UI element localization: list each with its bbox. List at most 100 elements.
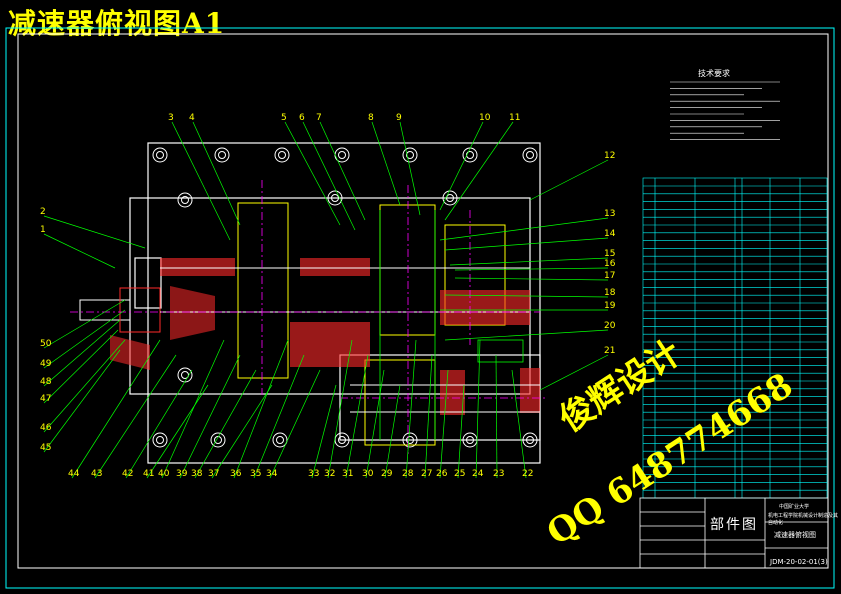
- bolt-hole-inner: [526, 151, 534, 159]
- leader-line: [449, 257, 609, 266]
- leader-line: [319, 121, 366, 221]
- bolt-hole: [177, 192, 193, 208]
- bolt-hole: [462, 147, 478, 163]
- title-block-drawing-no: JDM-20-02-01(3): [770, 558, 828, 566]
- leader-line: [439, 217, 609, 241]
- leader-line: [345, 354, 369, 479]
- bolt-hole-inner: [406, 151, 414, 159]
- leader-line: [454, 277, 609, 281]
- bolt-hole-inner: [406, 436, 414, 444]
- leader-label: 2: [40, 207, 46, 217]
- bolt-hole: [152, 147, 168, 163]
- leader-label: 29: [381, 469, 393, 479]
- leader-label: 13: [604, 209, 615, 219]
- leader-lines: [43, 121, 609, 479]
- leader-line: [311, 384, 337, 479]
- leader-line: [405, 339, 417, 479]
- leader-label: 38: [191, 469, 203, 479]
- leader-label: 21: [604, 346, 615, 356]
- leader-line: [269, 369, 321, 479]
- leader-label: 8: [368, 113, 374, 123]
- leader-label: 42: [122, 469, 133, 479]
- title-block-part-name: 部件图: [710, 517, 758, 533]
- leader-label: 45: [40, 443, 51, 453]
- leader-label: 3: [168, 113, 174, 123]
- leader-line: [233, 339, 289, 479]
- leader-line: [327, 339, 353, 479]
- leader-line: [371, 121, 401, 206]
- leader-label: 47: [40, 394, 51, 404]
- bolt-hole-inner: [338, 436, 346, 444]
- leader-line: [444, 329, 609, 341]
- leader-label: 32: [324, 469, 335, 479]
- bolt-hole-inner: [276, 436, 284, 444]
- leader-label: 10: [479, 113, 491, 123]
- leader-line: [439, 369, 449, 479]
- leader-label: 28: [402, 469, 414, 479]
- title-block-org-line2: 机电工程学院机械设计制造及其自动化: [768, 513, 839, 526]
- leader-line: [43, 233, 116, 269]
- leader-line: [94, 354, 177, 479]
- leader-label: 15: [604, 249, 615, 259]
- center-lines: [70, 180, 545, 455]
- leader-line: [365, 369, 385, 479]
- leader-label: 33: [308, 469, 319, 479]
- leader-label: 43: [91, 469, 102, 479]
- bolt-hole-inner: [338, 151, 346, 159]
- leader-label: 4: [189, 113, 195, 123]
- leader-line: [71, 339, 161, 479]
- leader-line: [179, 354, 241, 479]
- leader-label: 46: [40, 423, 52, 433]
- leader-line: [439, 121, 484, 211]
- bolt-holes: [152, 147, 538, 448]
- bolt-hole: [334, 432, 350, 448]
- leader-label: 24: [472, 469, 484, 479]
- leader-line: [194, 369, 257, 479]
- leader-line: [399, 121, 421, 216]
- bolt-hole: [177, 367, 193, 383]
- leader-label: 36: [230, 469, 242, 479]
- bolt-hole: [214, 147, 230, 163]
- leader-line: [211, 384, 273, 479]
- leader-label: 18: [604, 288, 616, 298]
- bolt-hole: [272, 432, 288, 448]
- leader-line: [161, 339, 225, 479]
- leader-line: [284, 121, 341, 226]
- sheet-inner-frame: [17, 33, 829, 569]
- bolt-hole-inner: [156, 436, 164, 444]
- bolt-hole-inner: [214, 436, 222, 444]
- bolt-hole: [327, 190, 343, 206]
- leader-line: [302, 121, 356, 231]
- input-shaft: [79, 287, 161, 333]
- leader-line: [171, 121, 231, 241]
- leader-label: 49: [40, 359, 52, 369]
- bolt-hole: [402, 147, 418, 163]
- bolt-hole: [210, 432, 226, 448]
- leader-line: [43, 339, 126, 433]
- title-block: [639, 497, 829, 569]
- leader-label: 22: [522, 469, 533, 479]
- leader-label: 14: [604, 229, 616, 239]
- tech-requirement-lines: [670, 81, 780, 140]
- leader-line: [43, 309, 126, 369]
- leader-line: [424, 354, 433, 479]
- leader-line: [444, 121, 514, 221]
- bolt-hole-inner: [526, 436, 534, 444]
- leader-label: 5: [281, 113, 287, 123]
- bolt-hole-inner: [181, 196, 189, 204]
- leader-label: 1: [40, 225, 46, 235]
- bolt-hole: [442, 190, 458, 206]
- leader-line: [384, 384, 401, 479]
- leader-label: 39: [176, 469, 188, 479]
- leader-line: [444, 237, 609, 251]
- parts-list-table: [642, 177, 828, 499]
- leader-label: 17: [604, 271, 615, 281]
- bearing-sections: [160, 258, 540, 415]
- bolt-hole: [402, 432, 418, 448]
- bolt-hole-inner: [218, 151, 226, 159]
- leader-line: [539, 354, 609, 391]
- leader-label: 12: [604, 151, 615, 161]
- leader-line: [529, 159, 609, 201]
- leader-label: 26: [436, 469, 448, 479]
